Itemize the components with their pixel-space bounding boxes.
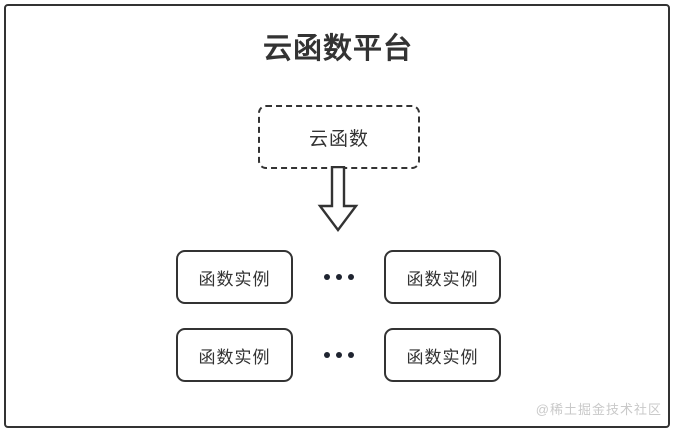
function-instance-node: 函数实例	[384, 328, 501, 382]
function-instance-node: 函数实例	[176, 328, 293, 382]
function-instance-label: 函数实例	[406, 347, 479, 367]
cloud-function-node: 云函数	[258, 105, 420, 169]
function-instance-node: 函数实例	[176, 250, 293, 304]
ellipsis-dot	[336, 352, 342, 358]
down-block-arrow-icon	[312, 165, 364, 234]
ellipsis-dot	[336, 274, 342, 280]
ellipsis-dot	[348, 352, 354, 358]
ellipsis-dot	[324, 352, 330, 358]
ellipsis-indicator	[293, 267, 385, 287]
ellipsis-dot	[324, 274, 330, 280]
function-instance-label: 函数实例	[406, 269, 479, 289]
function-instance-label: 函数实例	[198, 269, 271, 289]
ellipsis-dot	[348, 274, 354, 280]
function-instance-label: 函数实例	[198, 347, 271, 367]
page-title: 云函数平台	[262, 33, 413, 65]
ellipsis-indicator	[293, 345, 385, 365]
cloud-function-label: 云函数	[308, 128, 369, 150]
watermark-text: @稀土掘金技术社区	[535, 402, 662, 417]
function-instance-node: 函数实例	[384, 250, 501, 304]
